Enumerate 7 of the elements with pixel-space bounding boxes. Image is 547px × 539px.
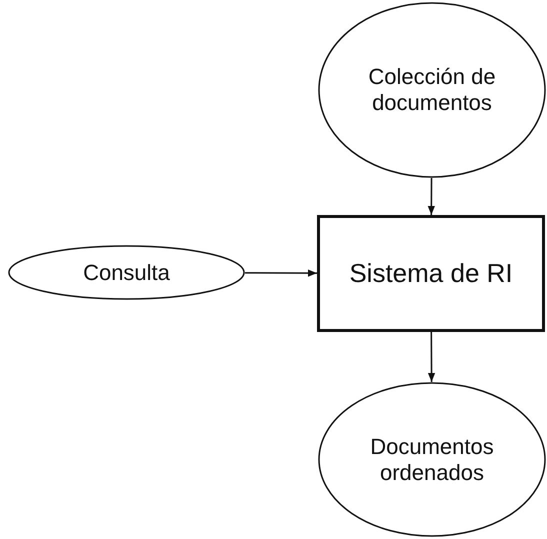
node-label: Documentos ordenados xyxy=(369,434,495,486)
node-label: Consulta xyxy=(83,260,170,286)
arrow xyxy=(244,270,317,277)
arrow xyxy=(428,178,435,215)
arrow xyxy=(428,332,436,382)
node-label: Sistema de RI xyxy=(349,258,513,289)
node-label: Colección de documentos xyxy=(367,64,497,116)
